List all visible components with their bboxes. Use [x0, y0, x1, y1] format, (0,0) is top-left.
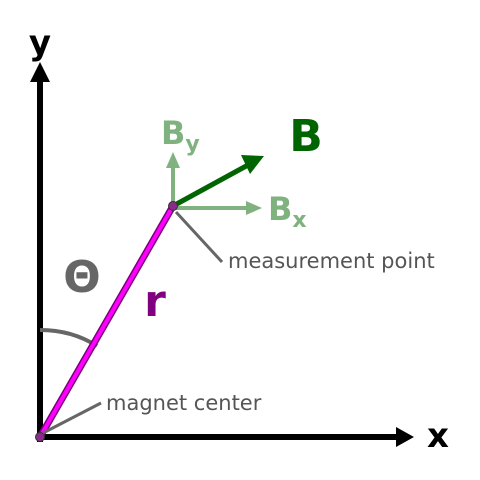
- y-axis: y: [29, 23, 51, 442]
- measurement-point-leader: [174, 210, 224, 264]
- bx-label-sub: x: [292, 208, 306, 233]
- x-axis: x: [37, 416, 449, 456]
- bx-label-main: B: [268, 190, 292, 228]
- bx-label: Bx: [268, 190, 307, 233]
- measurement-point-marker: [168, 201, 178, 211]
- y-axis-arrowhead: [30, 62, 50, 82]
- r-label: r: [144, 276, 166, 327]
- theta-arc: [39, 328, 99, 348]
- magnet-center-label: magnet center: [106, 391, 262, 415]
- x-axis-label: x: [427, 416, 449, 456]
- theta-label: Θ: [63, 252, 100, 303]
- bx-arrowhead: [246, 201, 262, 215]
- b-vector-group: B: [171, 111, 323, 209]
- b-label: B: [289, 111, 323, 162]
- measurement-point-label: measurement point: [228, 249, 435, 273]
- bx-component: Bx: [173, 190, 307, 233]
- magnet-center-marker: [35, 432, 45, 442]
- magnet-center-leader: [42, 401, 102, 435]
- by-label-main: B: [161, 114, 185, 152]
- r-vector-highlight: [38, 204, 175, 439]
- b-vector: [171, 162, 250, 209]
- by-arrowhead: [166, 152, 180, 168]
- y-axis-label: y: [29, 23, 51, 63]
- by-label-sub: y: [185, 132, 199, 157]
- x-axis-arrowhead: [396, 427, 414, 447]
- by-component: By: [161, 114, 200, 206]
- b-vector-arrowhead: [241, 155, 264, 174]
- by-label: By: [161, 114, 200, 157]
